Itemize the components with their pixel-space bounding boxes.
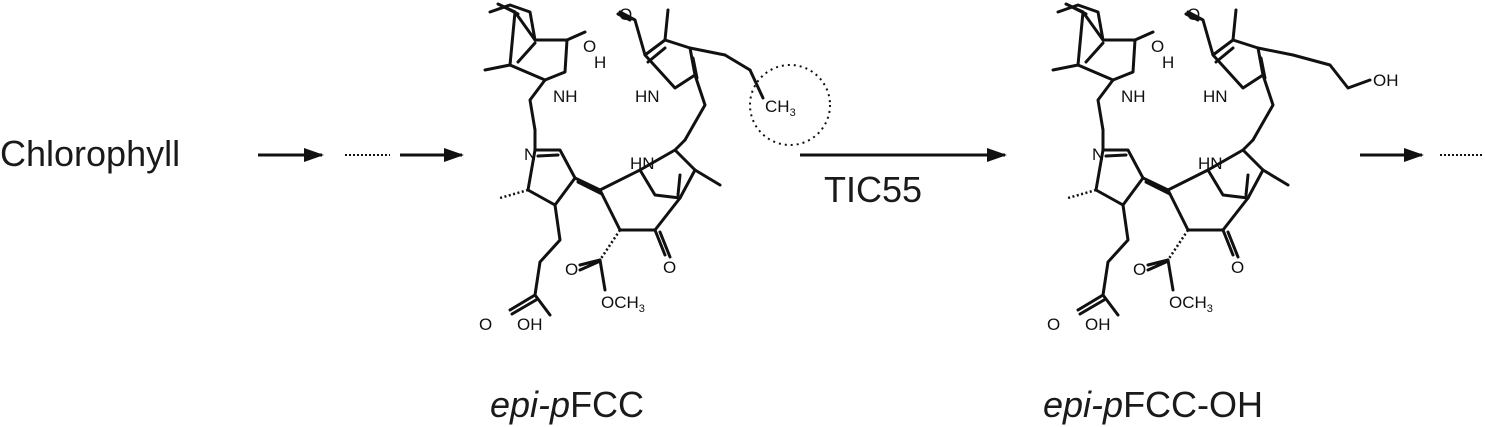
svg-text:O: O [1187, 5, 1200, 24]
svg-text:N: N [1092, 145, 1104, 164]
svg-text:HN: HN [635, 87, 660, 106]
svg-text:H: H [594, 53, 606, 72]
svg-text:O: O [479, 315, 492, 334]
svg-text:O: O [1133, 260, 1146, 279]
chlorophyll-label: Chlorophyll [0, 133, 180, 174]
highlight-circle [749, 64, 831, 146]
svg-text:NH: NH [553, 87, 578, 106]
atom-labels-1: O H O NH HN N HN O O OCH3 O OH [479, 5, 676, 334]
svg-text:OH: OH [1085, 315, 1111, 334]
svg-text:O: O [1231, 258, 1244, 277]
svg-text:OH: OH [517, 315, 543, 334]
svg-text:HN: HN [630, 154, 655, 173]
svg-text:HN: HN [1198, 154, 1223, 173]
svg-text:OCH3: OCH3 [601, 293, 645, 315]
svg-text:H: H [1162, 53, 1174, 72]
structure-epi-pfcc-oh [1051, 2, 1372, 317]
svg-text:CH3: CH3 [765, 97, 796, 119]
structure-epi-pfcc: CH3 [483, 2, 831, 317]
svg-text:HN: HN [1203, 87, 1228, 106]
hydroxyl-atom: OH [1373, 71, 1399, 90]
atom-labels-2: O H O NH HN N HN O O OCH3 O OH OH [1047, 5, 1399, 334]
svg-text:N: N [524, 145, 536, 164]
svg-text:NH: NH [1121, 87, 1146, 106]
compound-2-name: epi-pFCC-OH [1043, 384, 1263, 425]
svg-text:OCH3: OCH3 [1169, 293, 1213, 315]
compound-1-name: epi-pFCC [490, 384, 644, 425]
enzyme-label: TIC55 [824, 169, 922, 210]
ch3-atom: CH [765, 97, 790, 116]
svg-text:O: O [663, 258, 676, 277]
svg-text:O: O [1151, 37, 1164, 56]
svg-text:O: O [619, 5, 632, 24]
svg-text:O: O [1047, 315, 1060, 334]
svg-text:O: O [565, 260, 578, 279]
svg-text:O: O [583, 37, 596, 56]
